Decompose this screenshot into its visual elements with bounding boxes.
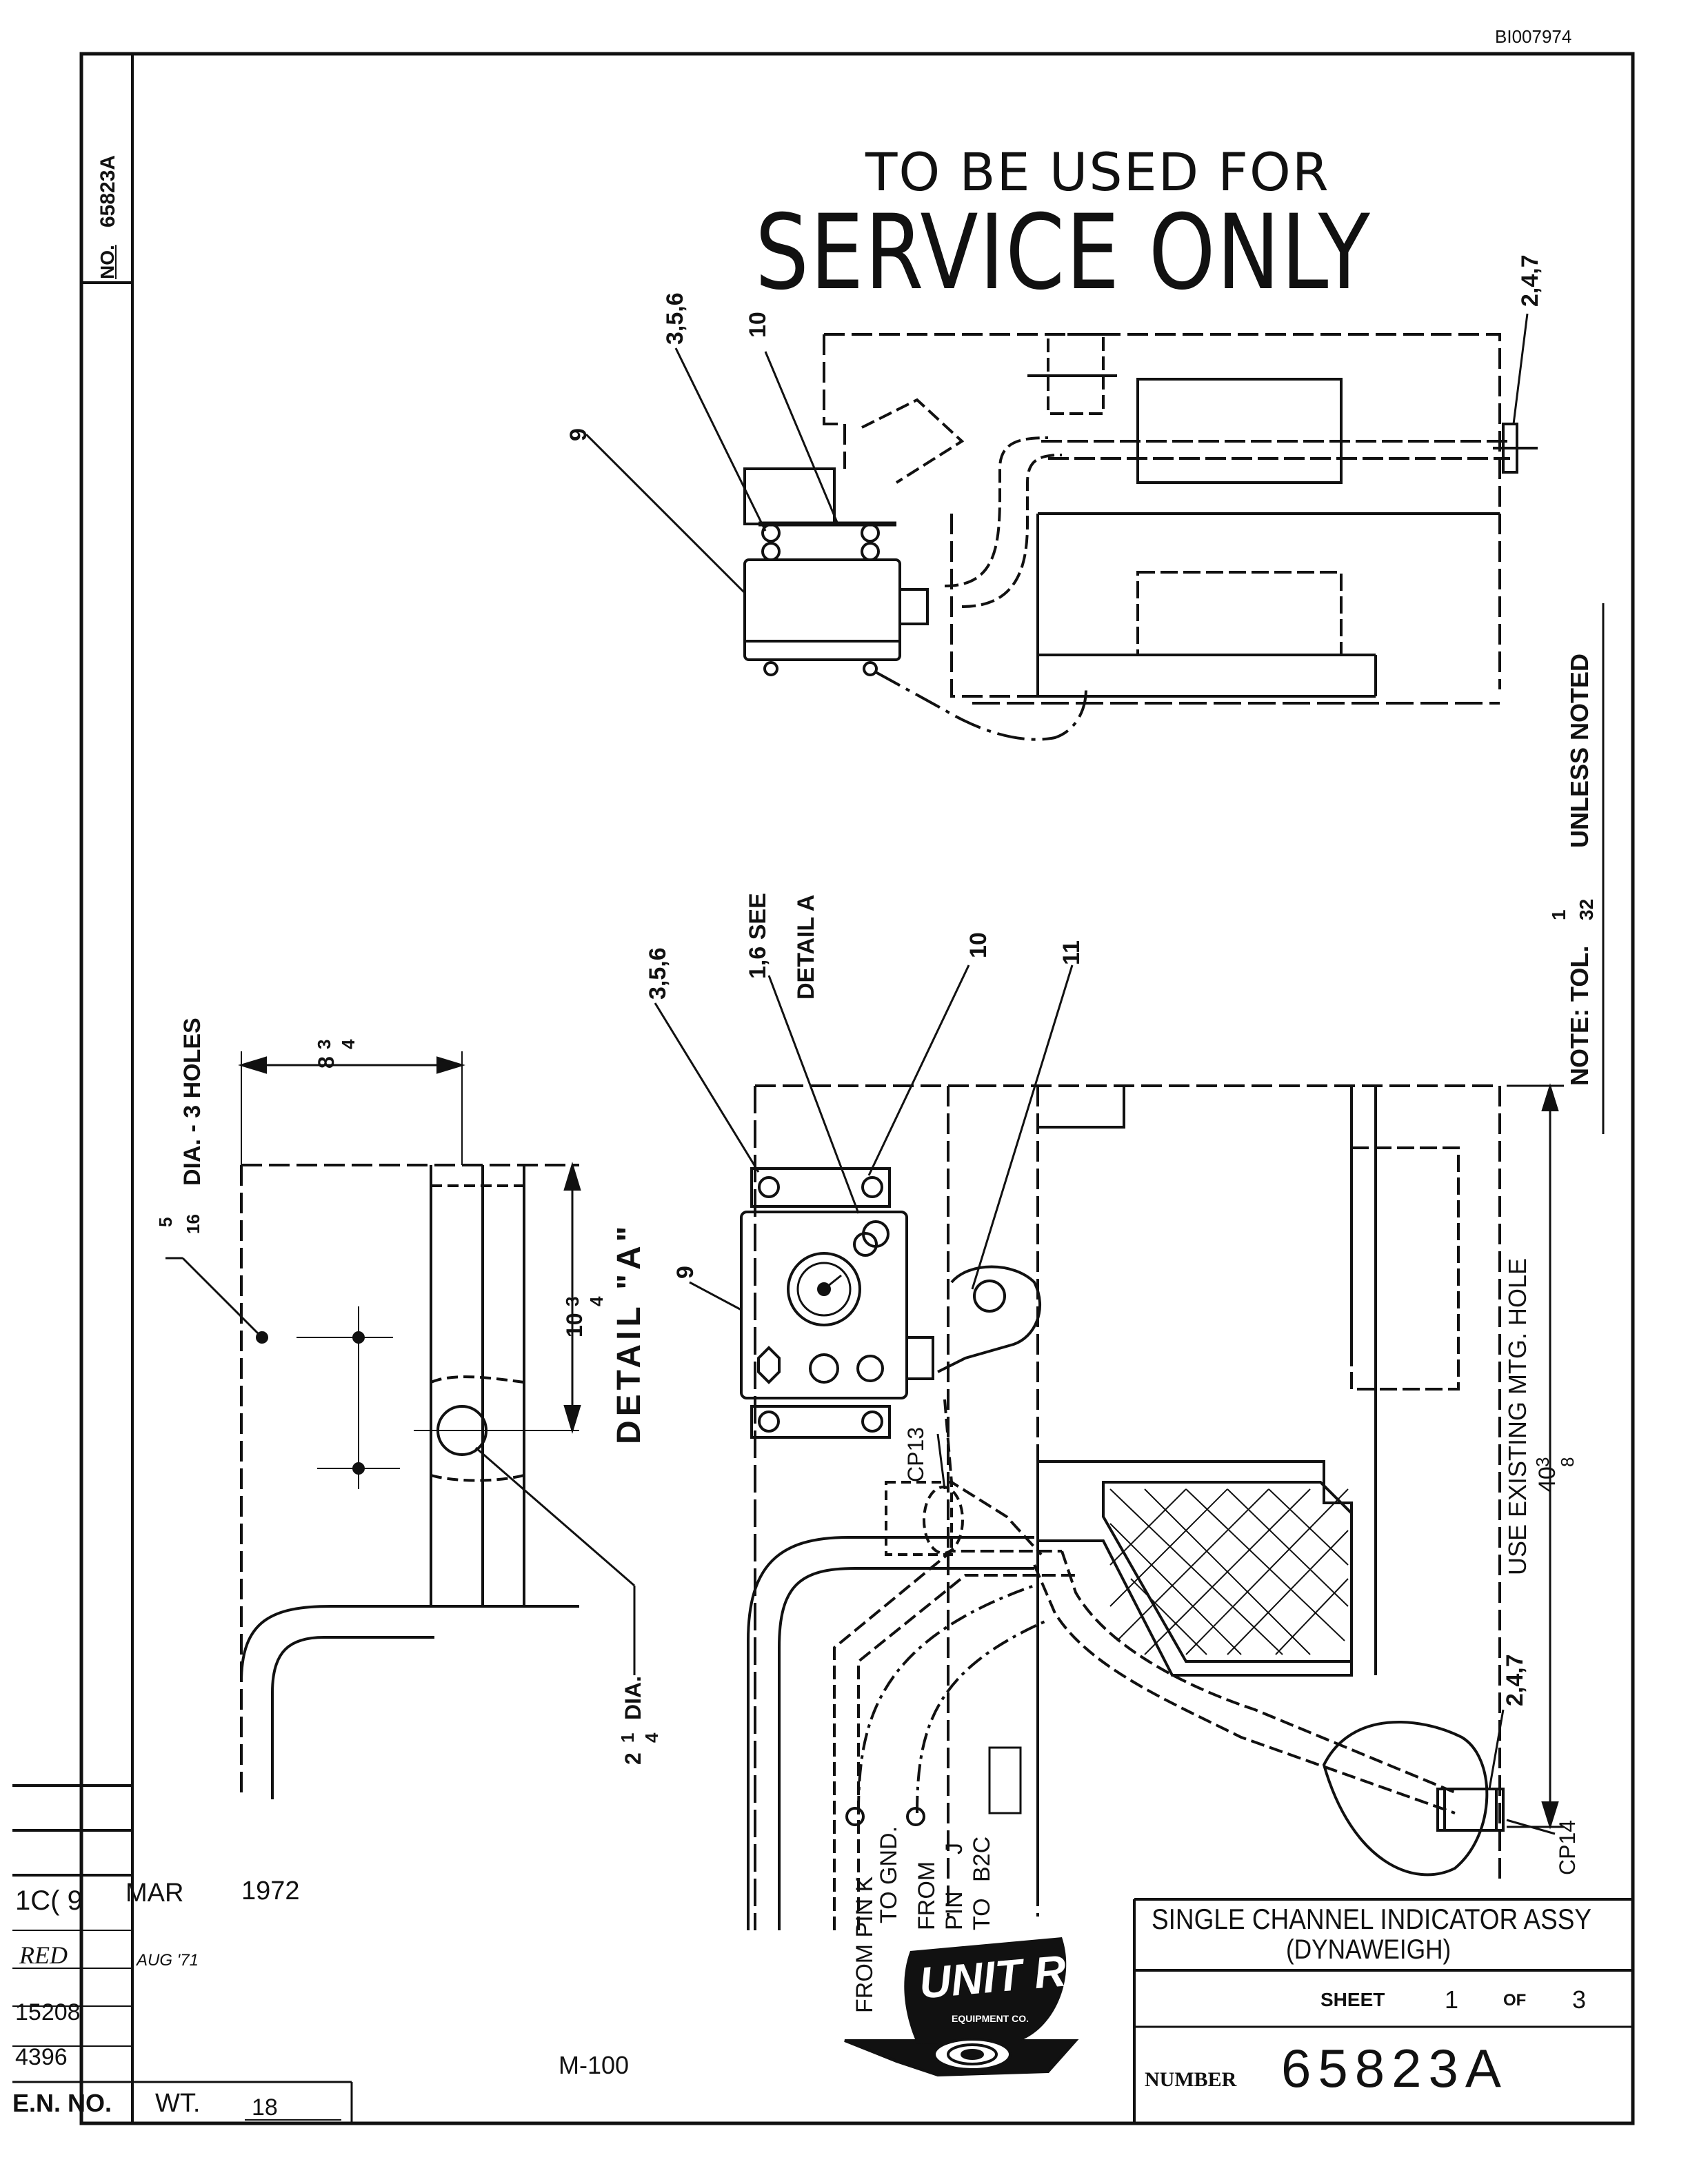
dim-side-whole: 10: [562, 1313, 587, 1337]
leader-10-front: [867, 964, 970, 1176]
left-block-row3: 15208: [15, 1999, 81, 2025]
left-block-row4: 4396: [15, 2044, 68, 2070]
dim-top-whole: 8: [314, 1056, 339, 1069]
leader-16-front: [767, 975, 860, 1214]
callout-cp13: CP13: [903, 1426, 928, 1482]
wire-label-to-gnd: TO GND.: [876, 1826, 902, 1923]
dim-40-num: 3: [1532, 1457, 1553, 1467]
callout-247-top: 2,4,7: [1517, 254, 1543, 307]
left-block-row2: RED: [19, 1941, 68, 1969]
assembly-subtitle: (DYNAWEIGH): [1286, 1934, 1451, 1965]
note-frac-den: 32: [1576, 898, 1597, 920]
number-label: NUMBER: [1145, 2068, 1237, 2091]
sheet-number: 1: [1445, 1985, 1459, 2014]
leader-dia: [475, 1446, 635, 1587]
side-number-label: NO.: [97, 245, 118, 279]
note-frac-num: 1: [1548, 909, 1569, 920]
dim-side-num: 3: [562, 1296, 583, 1306]
callout-9-front: 9: [672, 1266, 699, 1279]
detail-a-title: DETAIL "A": [611, 1222, 647, 1444]
dia-label: DIA.: [621, 1676, 645, 1720]
callout-247-front: 2,4,7: [1502, 1654, 1528, 1706]
stamp-line-1: TO BE USED FOR: [865, 141, 1330, 203]
wire-label-to: TO: [969, 1898, 995, 1930]
leader-10-top: [764, 351, 839, 525]
side-number-value: 65823A: [97, 154, 119, 228]
sheet-border: [79, 52, 1635, 2125]
leader-247-top: [1512, 313, 1529, 425]
wt-label: WT.: [155, 2089, 201, 2118]
callout-16-see: 1,6 SEE: [745, 893, 771, 979]
form-number: M-100: [559, 2051, 630, 2079]
date-month: MAR: [125, 1879, 184, 1908]
title-block-lines: [12, 1784, 1633, 2123]
stamp-line-2: SERVICE ONLY: [755, 193, 1372, 313]
logo-sub: EQUIPMENT CO.: [952, 2013, 1029, 2024]
dia-den: 4: [641, 1732, 662, 1743]
dim-40-whole: 40: [1534, 1466, 1560, 1493]
document-id: BI007974: [1495, 26, 1572, 47]
left-block-row1: 1C( 9: [15, 1885, 83, 1916]
callout-11-front: 11: [1058, 940, 1085, 965]
left-block-en-no: E.N. NO.: [12, 2089, 112, 2117]
unit-rig-logo: [844, 1937, 1079, 2077]
dim-40-den: 8: [1557, 1457, 1578, 1467]
leader-holes: [181, 1257, 260, 1335]
callout-10-top: 10: [745, 312, 771, 338]
leader-cp13: [936, 1433, 946, 1490]
leader-356-front: [654, 1002, 760, 1173]
dim-side-den: 4: [586, 1296, 607, 1306]
note-suffix: UNLESS NOTED: [1565, 653, 1594, 848]
wire-label-j: J: [941, 1843, 967, 1854]
front-view: [654, 603, 1605, 1930]
left-block-row2b: AUG '71: [137, 1951, 199, 1970]
note-prefix: NOTE: TOL.: [1565, 945, 1594, 1086]
wire-label-pin: PIN: [941, 1891, 967, 1930]
mtg-hole-label: USE EXISTING MTG. HOLE: [1503, 1257, 1531, 1575]
callout-356-top: 3,5,6: [662, 292, 688, 345]
leader-11-front: [971, 964, 1074, 1290]
callout-10-front: 10: [965, 932, 992, 958]
sheet-total: 3: [1572, 1985, 1587, 2014]
wt-value: 18: [252, 2094, 278, 2121]
wire-label-from: FROM: [914, 1861, 940, 1930]
callout-9-top: 9: [565, 428, 592, 441]
callout-356-front: 3,5,6: [645, 947, 671, 1000]
leader-247-front: [1488, 1709, 1505, 1790]
of-label: OF: [1503, 1991, 1527, 2010]
dia-whole: 2: [621, 1752, 645, 1765]
date-year: 1972: [241, 1877, 300, 1905]
callout-cp14: CP14: [1555, 1819, 1580, 1875]
drawing-number: 65823A: [1281, 2038, 1508, 2099]
holes-frac-den: 16: [183, 1214, 203, 1234]
sheet-label: SHEET: [1320, 1989, 1385, 2010]
dim-top-num: 3: [314, 1039, 334, 1049]
leader-9-top: [585, 433, 746, 594]
top-view: [585, 313, 1538, 741]
gauge-dial: [787, 1252, 861, 1326]
wire-label-pin-k: FROM PIN K: [852, 1876, 878, 2013]
leader-9-front: [689, 1281, 742, 1311]
detail-a: [165, 1051, 636, 1799]
wire-label-b2c: B2C: [969, 1836, 995, 1882]
callout-detail-a-ref: DETAIL A: [793, 894, 819, 1000]
leader-356-top: [674, 347, 767, 532]
dia-num: 1: [617, 1732, 638, 1743]
holes-label: DIA. - 3 HOLES: [179, 1018, 205, 1186]
dim-top-den: 4: [338, 1039, 359, 1049]
leader-cp14: [1506, 1819, 1556, 1835]
assembly-title: SINGLE CHANNEL INDICATOR ASSY: [1152, 1903, 1592, 1935]
holes-frac-num: 5: [155, 1217, 176, 1227]
